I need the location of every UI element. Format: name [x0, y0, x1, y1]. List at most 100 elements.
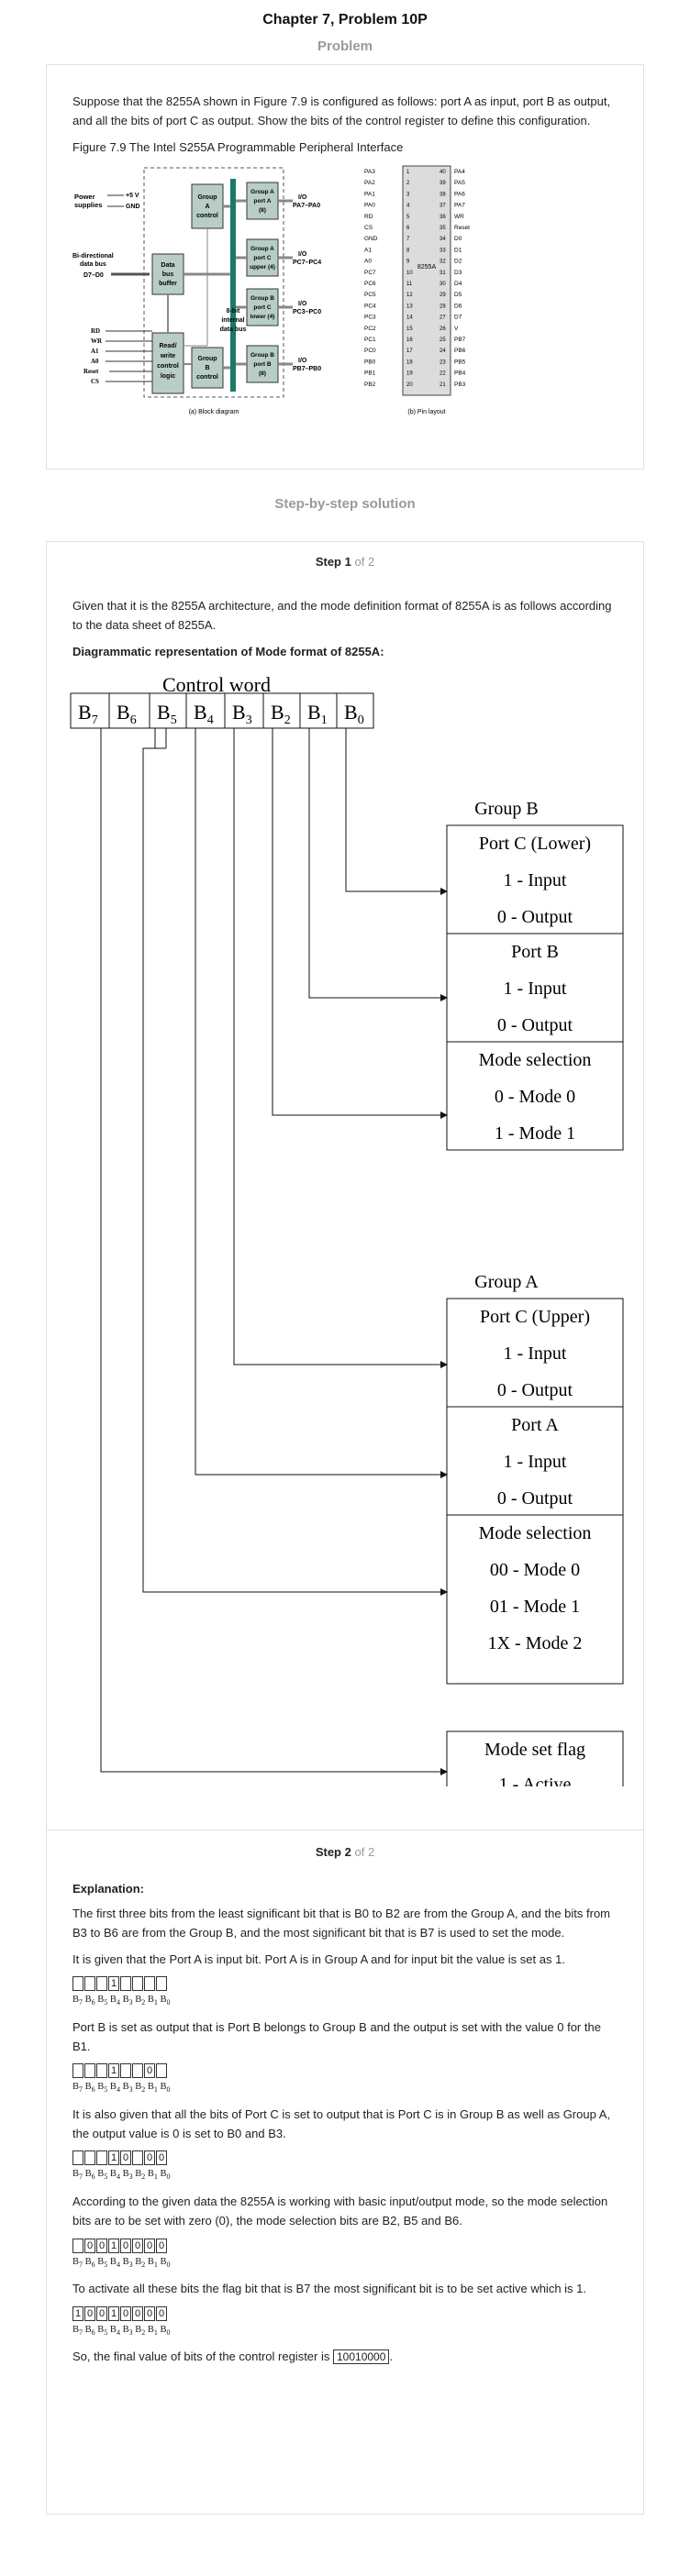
pin-num-right-12: 29: [440, 293, 446, 298]
svg-text:0 - Output: 0 - Output: [497, 1015, 573, 1035]
svg-text:A: A: [205, 204, 209, 210]
port-c-lower-title: Port C (Lower): [479, 834, 591, 854]
bit-labels: B7 B6 B5 B4 B3 B2 B1 B0: [72, 2080, 618, 2095]
pin-left-10: PC7: [364, 270, 376, 276]
bit-box-b2: [132, 2063, 143, 2079]
pin-num-left-9: 9: [406, 259, 410, 264]
svg-text:lower (4): lower (4): [250, 314, 275, 320]
bit-name-b3: B3: [232, 701, 252, 727]
pin-num-right-17: 24: [440, 348, 446, 354]
bit-box-b1: 0: [144, 2150, 155, 2166]
final-answer: So, the final value of bits of the contr…: [72, 2349, 394, 2365]
svg-text:Group B: Group B: [250, 295, 274, 302]
pin-left-19: PB1: [364, 370, 376, 376]
pin-num-left-6: 6: [406, 226, 410, 231]
bit-box-b7: [72, 2238, 83, 2253]
step-2-header: Step 2 of 2: [315, 1845, 375, 1859]
bit-box-b3: 0: [120, 2150, 131, 2166]
pin-left-11: PC6: [364, 281, 376, 287]
svg-text:write: write: [160, 353, 175, 359]
pin-num-right-7: 34: [440, 237, 446, 242]
problem-card: Suppose that the 8255A shown in Figure 7…: [46, 64, 644, 470]
step-2: Step 2 of 2 Explanation: The first three…: [47, 1830, 643, 2393]
bit-box-b0: [156, 1976, 167, 1992]
svg-text:Reset: Reset: [83, 368, 99, 375]
bit-label-b0: B0: [160, 2256, 171, 2269]
bit-box-b2: [132, 1976, 143, 1992]
pin-left-20: PB2: [364, 381, 376, 388]
pin-num-right-2: 39: [440, 181, 446, 186]
pin-num-right-10: 31: [440, 271, 446, 276]
pin-right-2: PA5: [454, 180, 465, 186]
bit-box-b5: [96, 2063, 107, 2079]
pin-left-2: PA2: [364, 180, 375, 186]
svg-text:Group A: Group A: [250, 246, 274, 252]
pin-right-13: D6: [454, 303, 462, 309]
bit-label-b4: B4: [109, 2324, 120, 2337]
bit-box-b4: 1: [108, 2238, 119, 2253]
step-1: Step 1 of 2 Given that it is the 8255A a…: [47, 542, 643, 1830]
pin-num-right-3: 38: [440, 192, 446, 197]
svg-text:logic: logic: [161, 373, 175, 380]
bit-box-b2: 0: [132, 2238, 143, 2253]
bit-label-b7: B7: [72, 2169, 83, 2182]
pin-right-16: PB7: [454, 337, 466, 343]
bit-label-b1: B1: [147, 2169, 158, 2182]
svg-text:Read/: Read/: [159, 343, 176, 349]
label-bidir: Bi-directional: [72, 253, 114, 260]
pin-left-18: PB0: [364, 359, 376, 365]
bit-box-b4: 1: [108, 2305, 119, 2321]
svg-text:control: control: [196, 374, 218, 381]
bit-label-b4: B4: [109, 1995, 120, 2007]
bit-box-b1: 0: [144, 2238, 155, 2253]
pin-num-left-16: 16: [406, 337, 413, 343]
svg-text:I/O: I/O: [298, 301, 307, 307]
bit-label-b3: B3: [122, 2082, 133, 2095]
explanation-heading: Explanation:: [72, 1882, 145, 1896]
bits-row-1: 1: [72, 1976, 618, 1992]
pin-num-right-5: 36: [440, 215, 446, 220]
svg-text:1X - Mode 2: 1X - Mode 2: [488, 1633, 583, 1653]
group-a-label: Group A: [474, 1272, 539, 1292]
pin-num-right-16: 25: [440, 337, 446, 343]
bit-label-b4: B4: [109, 2082, 120, 2095]
pin-left-8: A1: [364, 247, 372, 253]
svg-text:1 - Active: 1 - Active: [499, 1774, 572, 1786]
bit-label-b0: B0: [160, 2324, 171, 2337]
pin-num-right-14: 27: [440, 315, 446, 320]
pin-num-left-20: 20: [406, 382, 413, 388]
svg-text:0 - Output: 0 - Output: [497, 1488, 573, 1509]
svg-text:(8): (8): [259, 207, 266, 214]
bit-label-b4: B4: [109, 2256, 120, 2269]
svg-text:1 - Mode 1: 1 - Mode 1: [495, 1123, 575, 1144]
svg-text:1 - Input: 1 - Input: [504, 978, 567, 999]
pin-left-17: PC0: [364, 348, 376, 354]
bit-label-b1: B1: [147, 2082, 158, 2095]
bit-box-b1: 0: [144, 2063, 155, 2079]
block-diagram: Power supplies +5 V GND Bi-directional d…: [72, 167, 321, 415]
pin-left-15: PC2: [364, 326, 376, 332]
bit-box-b4: 1: [108, 2063, 119, 2079]
pin-num-left-12: 12: [406, 293, 413, 298]
svg-text:port C: port C: [253, 255, 271, 261]
svg-text:PA7–PA0: PA7–PA0: [293, 203, 320, 209]
bit-box-b2: [132, 2150, 143, 2166]
pin-right-6: Reset: [454, 225, 470, 231]
svg-text:Group A: Group A: [250, 189, 274, 195]
bit-box-b2: 0: [132, 2305, 143, 2321]
bit-box-b6: 0: [84, 2305, 95, 2321]
explanation-p4: It is also given that all the bits of Po…: [72, 2106, 610, 2140]
bit-box-b0: 0: [156, 2238, 167, 2253]
svg-text:1 - Input: 1 - Input: [504, 1343, 567, 1364]
step-1-heading: Diagrammatic representation of Mode form…: [72, 644, 384, 658]
bit-label-b3: B3: [122, 2256, 133, 2269]
pin-num-left-3: 3: [406, 192, 410, 197]
bit-box-b4: 1: [108, 1976, 119, 1992]
problem-text: Suppose that the 8255A shown in Figure 7…: [72, 94, 611, 127]
bit-label-b2: B2: [135, 2082, 146, 2095]
port-b-title: Port B: [511, 942, 559, 962]
bit-box-b5: [96, 1976, 107, 1992]
